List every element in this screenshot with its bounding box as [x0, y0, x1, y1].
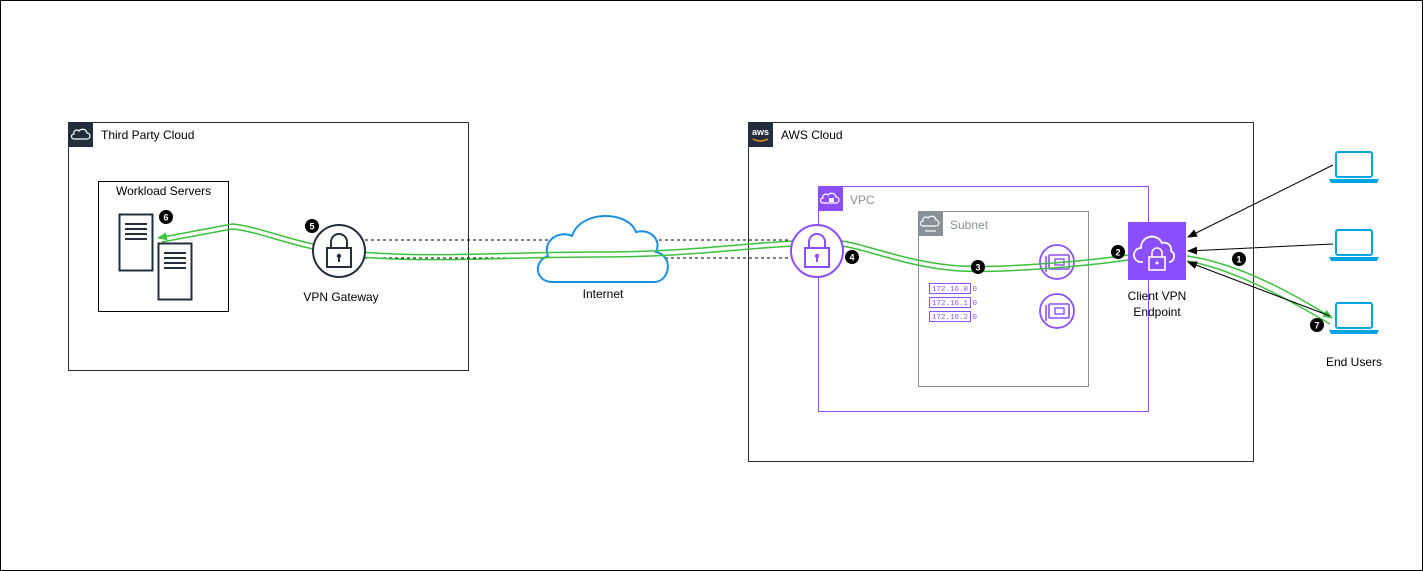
svg-text:aws: aws	[752, 127, 769, 137]
aws-logo-icon: aws	[748, 122, 773, 147]
client-vpn-endpoint-label-line1: Client VPN	[1128, 289, 1187, 303]
third-party-cloud-label: Third Party Cloud	[101, 128, 194, 142]
step-marker-7: 7	[1310, 318, 1324, 332]
step-marker-3: 3	[971, 260, 985, 274]
aws-cloud-label: AWS Cloud	[781, 128, 843, 142]
svg-text:3: 3	[975, 263, 980, 273]
network-interface-icon	[1039, 293, 1075, 329]
route-table-entry: 172.16.1.0	[932, 300, 978, 308]
third-party-cloud-group: Third Party Cloud	[68, 122, 469, 371]
vpn-gateway-icon	[312, 224, 366, 278]
route-table: 172.16.0.0 172.16.1.0 172.16.2.0	[929, 283, 978, 322]
step-marker-5: 5	[305, 219, 319, 233]
svg-text:6: 6	[163, 213, 168, 223]
svg-text:7: 7	[1314, 321, 1319, 331]
laptop-icon	[1329, 302, 1379, 334]
cloud-group-icon	[68, 122, 93, 147]
server-icon	[118, 213, 154, 272]
step-marker-1: 1	[1232, 252, 1246, 266]
server-icon	[157, 242, 193, 301]
workload-servers-label: Workload Servers	[116, 184, 211, 198]
vpc-icon	[818, 186, 843, 211]
internet-label: Internet	[583, 287, 624, 301]
step-marker-6: 6	[159, 210, 173, 224]
subnet-label: Subnet	[950, 218, 989, 232]
laptop-icon	[1329, 151, 1379, 183]
subnet-icon	[918, 211, 943, 236]
route-table-entry: 172.16.0.0	[932, 286, 978, 294]
step-marker-2: 2	[1111, 245, 1125, 259]
virtual-private-gateway-icon	[790, 224, 844, 278]
user-connection-arrows	[1187, 164, 1334, 317]
client-vpn-endpoint-label-line2: Endpoint	[1133, 305, 1181, 319]
workload-servers-box: Workload Servers	[98, 181, 229, 312]
vpc-label: VPC	[850, 193, 875, 207]
end-users-label: End Users	[1326, 355, 1382, 369]
vpc-group: VPC	[818, 186, 1149, 412]
route-table-entry: 172.16.2.0	[932, 314, 978, 322]
client-vpn-endpoint-icon	[1128, 222, 1186, 280]
svg-text:5: 5	[309, 222, 314, 232]
internet-cloud-icon	[537, 215, 669, 283]
svg-text:4: 4	[849, 253, 854, 263]
subnet-group: Subnet	[918, 211, 1089, 387]
aws-cloud-group: aws AWS Cloud	[748, 122, 1254, 462]
svg-text:1: 1	[1236, 255, 1241, 265]
svg-text:2: 2	[1115, 248, 1120, 258]
laptop-icon	[1329, 229, 1379, 261]
step-marker-4: 4	[845, 250, 859, 264]
vpn-gateway-label: VPN Gateway	[303, 290, 378, 304]
